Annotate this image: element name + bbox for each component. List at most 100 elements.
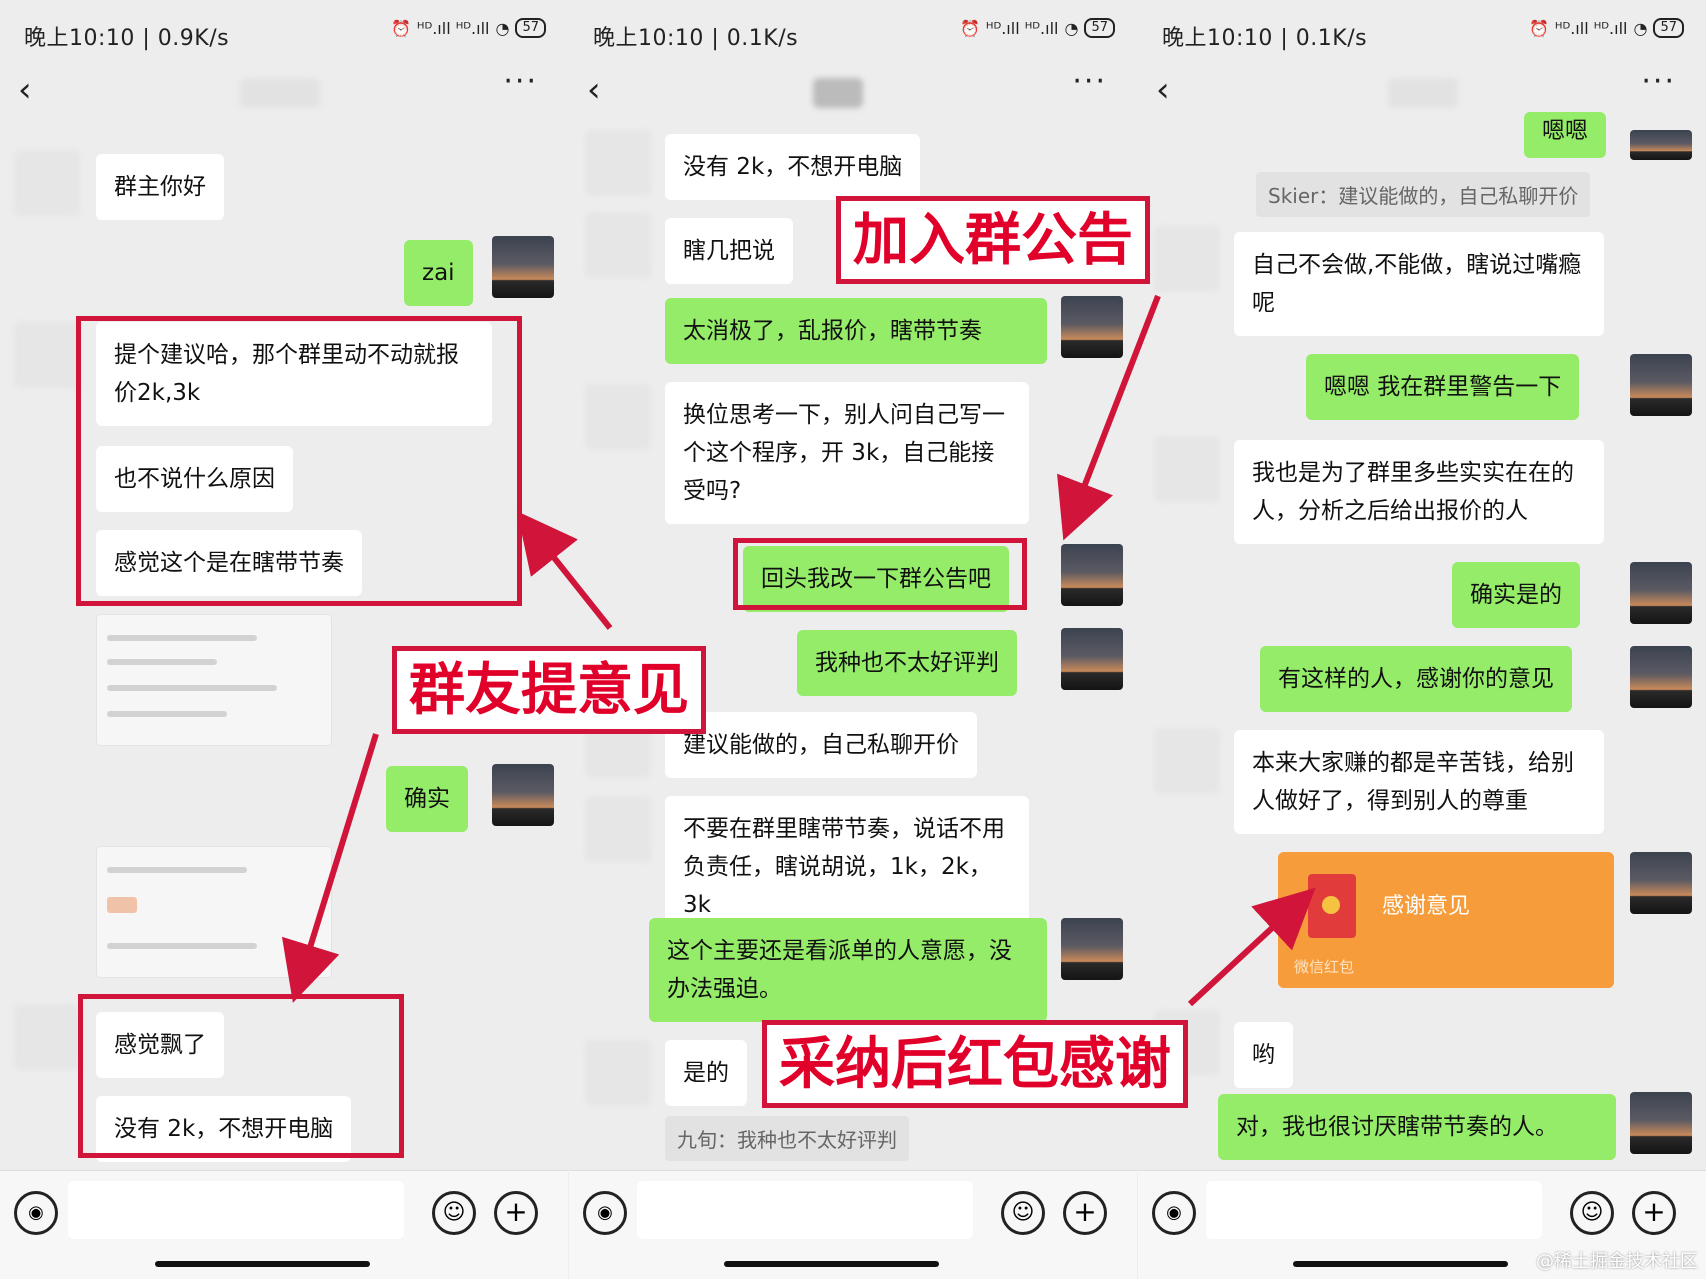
message-bubble: 回头我改一下群公告吧: [743, 546, 1009, 612]
message-bubble: 也不说什么原因: [96, 446, 293, 512]
emoji-icon[interactable]: ☺: [432, 1191, 476, 1235]
quoted-message: 九旬：我种也不太好评判: [665, 1116, 909, 1161]
avatar[interactable]: [585, 130, 651, 196]
avatar[interactable]: [1630, 130, 1692, 160]
plus-icon[interactable]: +: [1063, 1191, 1107, 1235]
chat-title-blurred: [1388, 78, 1458, 108]
avatar[interactable]: [1630, 1092, 1692, 1154]
avatar[interactable]: [1154, 728, 1220, 794]
more-icon[interactable]: ···: [1641, 64, 1676, 99]
input-bar: ◉ ☺ +: [0, 1170, 568, 1279]
more-icon[interactable]: ···: [503, 64, 538, 99]
status-bar: 晚上10:10 | 0.9K/s ⏰ ᴴᴰ.ıll ᴴᴰ.ıll ◔ 57: [0, 16, 568, 52]
battery-icon: 57: [1653, 18, 1684, 38]
message-bubble: 本来大家赚的都是辛苦钱，给别人做好了，得到别人的尊重: [1234, 730, 1604, 834]
annotation-label: 加入群公告: [836, 196, 1150, 284]
message-bubble: 这个主要还是看派单的人意愿，没办法强迫。: [649, 918, 1047, 1022]
emoji-icon[interactable]: ☺: [1570, 1191, 1614, 1235]
red-envelope-icon: [1308, 874, 1356, 938]
back-icon[interactable]: ‹: [1156, 70, 1170, 110]
status-time: 晚上10:10 | 0.9K/s: [24, 26, 230, 51]
status-bar: 晚上10:10 | 0.1K/s ⏰ ᴴᴰ.ıll ᴴᴰ.ıll ◔ 57: [569, 16, 1137, 52]
annotation-box: [733, 538, 1027, 610]
alarm-icon: ⏰: [959, 18, 980, 38]
home-indicator[interactable]: [724, 1261, 939, 1267]
message-bubble: 瞎几把说: [665, 218, 793, 284]
signal-icon: ᴴᴰ.ıll ᴴᴰ.ıll: [416, 18, 490, 38]
message-bubble: 哟: [1234, 1022, 1293, 1088]
wifi-icon: ◔: [495, 18, 510, 38]
avatar[interactable]: [1630, 354, 1692, 416]
avatar[interactable]: [585, 796, 651, 862]
chat-title-blurred: [813, 78, 863, 108]
avatar[interactable]: [14, 150, 80, 216]
avatar[interactable]: [492, 764, 554, 826]
alarm-icon: ⏰: [1528, 18, 1549, 38]
chat-title-blurred: [240, 78, 320, 108]
message-bubble: 感觉飘了: [96, 1012, 224, 1078]
status-time: 晚上10:10 | 0.1K/s: [593, 26, 799, 51]
avatar[interactable]: [492, 236, 554, 298]
input-bar: ◉ ☺ +: [1138, 1170, 1706, 1279]
status-time: 晚上10:10 | 0.1K/s: [1162, 26, 1368, 51]
avatar[interactable]: [1061, 918, 1123, 980]
message-input[interactable]: [1206, 1181, 1542, 1239]
emoji-icon[interactable]: ☺: [1001, 1191, 1045, 1235]
avatar[interactable]: [1630, 562, 1692, 624]
message-bubble: 有这样的人，感谢你的意见: [1260, 646, 1572, 712]
red-packet[interactable]: 感谢意见 微信红包: [1278, 852, 1614, 988]
avatar[interactable]: [585, 384, 651, 450]
voice-icon[interactable]: ◉: [1152, 1191, 1196, 1235]
message-bubble: 是的: [665, 1040, 747, 1106]
message-bubble: 没有 2k，不想开电脑: [665, 134, 921, 200]
alarm-icon: ⏰: [390, 18, 411, 38]
wifi-icon: ◔: [1633, 18, 1648, 38]
avatar[interactable]: [1154, 226, 1220, 292]
annotation-box: [76, 316, 522, 606]
avatar[interactable]: [1061, 296, 1123, 358]
home-indicator[interactable]: [1293, 1261, 1508, 1267]
chat-panel-1: 晚上10:10 | 0.9K/s ⏰ ᴴᴰ.ıll ᴴᴰ.ıll ◔ 57 ‹ …: [0, 0, 568, 1279]
avatar[interactable]: [14, 322, 80, 388]
input-bar: ◉ ☺ +: [569, 1170, 1137, 1279]
plus-icon[interactable]: +: [1632, 1191, 1676, 1235]
more-icon[interactable]: ···: [1072, 64, 1107, 99]
avatar[interactable]: [585, 212, 651, 278]
avatar[interactable]: [585, 1040, 651, 1106]
avatar[interactable]: [1630, 646, 1692, 708]
avatar[interactable]: [1061, 628, 1123, 690]
avatar[interactable]: [1061, 544, 1123, 606]
message-bubble: 没有 2k，不想开电脑: [96, 1096, 352, 1162]
avatar[interactable]: [1154, 436, 1220, 502]
red-packet-title: 感谢意见: [1382, 894, 1471, 919]
status-bar: 晚上10:10 | 0.1K/s ⏰ ᴴᴰ.ıll ᴴᴰ.ıll ◔ 57: [1138, 16, 1706, 52]
message-bubble: 嗯嗯: [1524, 112, 1606, 158]
voice-icon[interactable]: ◉: [14, 1191, 58, 1235]
avatar[interactable]: [1630, 852, 1692, 914]
home-indicator[interactable]: [155, 1261, 370, 1267]
avatar[interactable]: [14, 1004, 80, 1070]
chat-header: ‹ ···: [569, 64, 1137, 124]
message-input[interactable]: [68, 1181, 404, 1239]
message-bubble: 确实是的: [1452, 562, 1580, 628]
annotation-label: 群友提意见: [392, 646, 706, 734]
message-bubble: 建议能做的，自己私聊开价: [665, 712, 977, 778]
message-input[interactable]: [637, 1181, 973, 1239]
back-icon[interactable]: ‹: [587, 70, 601, 110]
plus-icon[interactable]: +: [494, 1191, 538, 1235]
message-bubble: 太消极了，乱报价，瞎带节奏: [665, 298, 1047, 364]
wifi-icon: ◔: [1064, 18, 1079, 38]
message-bubble: 自己不会做,不能做，瞎说过嘴瘾呢: [1234, 232, 1604, 336]
signal-icon: ᴴᴰ.ıll ᴴᴰ.ıll: [985, 18, 1059, 38]
message-bubble: 确实: [386, 766, 468, 832]
arrow: [1187, 887, 1316, 1007]
voice-icon[interactable]: ◉: [583, 1191, 627, 1235]
back-icon[interactable]: ‹: [18, 70, 32, 110]
message-bubble: 不要在群里瞎带节奏，说话不用负责任，瞎说胡说，1k，2k，3k: [665, 796, 1029, 938]
image-thumbnail[interactable]: [96, 614, 332, 746]
message-bubble: 我也是为了群里多些实实在在的人，分析之后给出报价的人: [1234, 440, 1604, 544]
quoted-message: Skier：建议能做的，自己私聊开价: [1256, 172, 1591, 217]
message-bubble: 感觉这个是在瞎带节奏: [96, 530, 362, 596]
message-bubble: 对，我也很讨厌瞎带节奏的人。: [1218, 1094, 1616, 1160]
annotation-box: [78, 994, 404, 1158]
